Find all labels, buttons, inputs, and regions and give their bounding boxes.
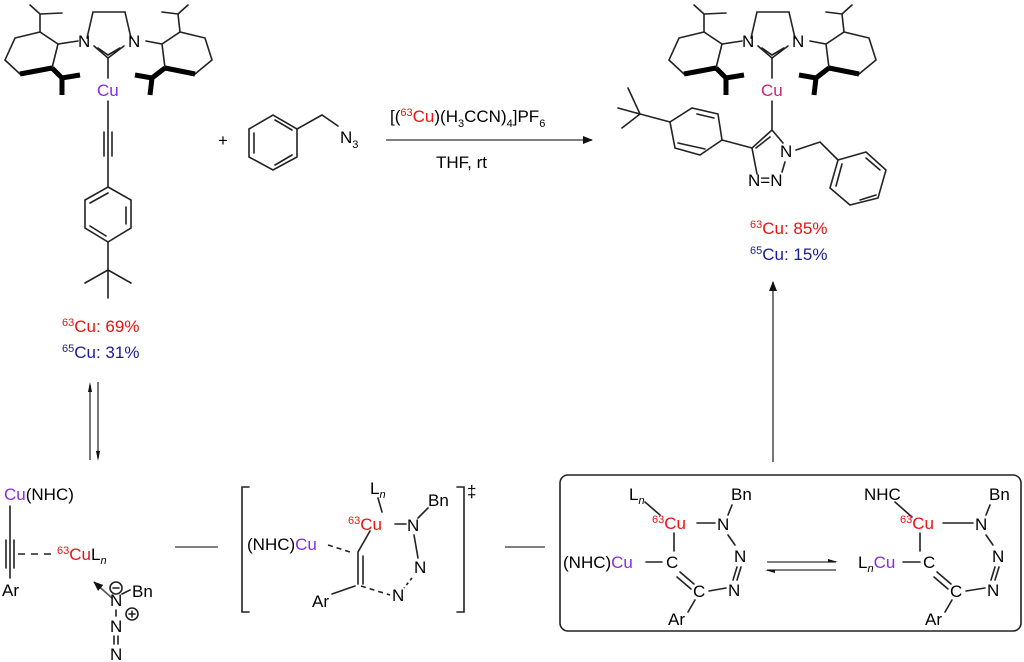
- reactant-nhc-cu-acetylide: N N Cu: [4, 4, 213, 299]
- equilibrium-arrow-horizontal[interactable]: [765, 559, 838, 573]
- ts-ar: Ar: [312, 592, 329, 611]
- solvent-label: THF, rt: [436, 153, 487, 172]
- metallacycle-box: [559, 474, 1022, 632]
- box-left-structure: Ln 63Cu N Bn N N (NHC)Cu C C Ar: [563, 485, 752, 629]
- int1-n-beta: N: [110, 617, 122, 636]
- nhc-carbene: [93, 45, 125, 60]
- br-nhc: NHC: [864, 485, 901, 504]
- plus-sign: +: [218, 131, 228, 150]
- int1-cu63-ln: 63CuLn: [57, 545, 107, 567]
- isopropyl-left-bottom: [50, 66, 81, 95]
- minus-charge: [109, 581, 123, 595]
- ts-n1: N: [407, 516, 419, 535]
- reaction-arrow-main[interactable]: [(63Cu)(H3CCN)4]PF6 THF, rt: [386, 107, 593, 172]
- transition-state: ‡ (NHC)Cu Ln 63Cu N Bn N N Ar: [241, 479, 476, 613]
- bl-ln: Ln: [629, 485, 645, 507]
- nhc-n-right: N: [128, 32, 140, 51]
- triazole-n2-n3: N=N: [748, 171, 782, 190]
- product-cu65-ratio: 65Cu: 15%: [750, 245, 827, 264]
- br-n2: N: [992, 547, 1004, 566]
- plus-charge: [125, 607, 139, 621]
- reagent-label: [(63Cu)(H3CCN)4]PF6: [390, 107, 545, 130]
- tert-butyl: [84, 241, 132, 299]
- br-c5: C: [950, 582, 962, 601]
- bl-ar: Ar: [668, 610, 685, 629]
- triazole-ring: [751, 129, 784, 175]
- benzyl-ch2: [296, 114, 339, 130]
- br-cu63: 63Cu: [900, 514, 934, 533]
- triazole-n1: N: [780, 142, 792, 161]
- product-cu63-ratio: 63Cu: 85%: [750, 219, 827, 238]
- br-ln-cu: LnCu: [858, 553, 895, 575]
- br-n3: N: [987, 581, 999, 600]
- dagger-symbol: ‡: [467, 482, 476, 501]
- tbu-phenyl-ring: [84, 186, 132, 243]
- bl-cu63: 63Cu: [652, 514, 686, 533]
- ts-ln: Ln: [370, 479, 386, 501]
- bracket-left: [241, 486, 250, 613]
- int1-bn: Bn: [132, 582, 153, 601]
- isopropyl-left-top: [29, 4, 63, 33]
- product-isotope-ratio: 63Cu: 85% 65Cu: 15%: [750, 219, 827, 264]
- intermediate-pi-complex: Cu(NHC) 63CuLn Ar N Bn N N: [2, 485, 153, 662]
- bl-n3: N: [728, 581, 740, 600]
- product-nhc-n-right: N: [792, 32, 804, 51]
- int1-n-gamma: N: [110, 645, 122, 662]
- benzyl-azide: N3: [248, 114, 358, 171]
- bl-c5: C: [693, 582, 705, 601]
- isopropyl-right-top: [161, 4, 189, 33]
- bracket-right: [456, 486, 465, 613]
- reactant-isotope-ratio: 63Cu: 69% 65Cu: 31%: [62, 317, 139, 362]
- int1-ar: Ar: [2, 581, 19, 600]
- product-cu-triazolide: N N Cu N N=N: [617, 4, 887, 206]
- bl-n1: N: [717, 515, 729, 534]
- ts-cu63: 63Cu: [348, 515, 382, 534]
- br-c4: C: [923, 553, 935, 572]
- ts-n3: N: [392, 586, 404, 605]
- product-tert-butyl: [617, 87, 671, 129]
- equilibrium-arrow-vertical[interactable]: [88, 382, 100, 461]
- product-aryl-ring: [669, 107, 723, 156]
- alkyne-triple-bond: [103, 100, 113, 188]
- int1-n-alpha: N: [110, 591, 122, 610]
- br-bn: Bn: [989, 485, 1010, 504]
- bl-c4: C: [666, 553, 678, 572]
- product-nhc-n-left: N: [742, 32, 754, 51]
- product-cu-label: Cu: [761, 81, 783, 100]
- br-n1: N: [975, 515, 987, 534]
- aryl-right: [145, 31, 213, 75]
- box-right-structure: NHC 63Cu N Bn N N LnCu C C Ar: [858, 485, 1010, 629]
- product-benzyl-ring: [829, 151, 887, 206]
- bl-n2: N: [734, 547, 746, 566]
- coordination-arrow: [93, 581, 113, 599]
- int1-cu-nhc: Cu(NHC): [4, 485, 74, 504]
- reactant-cu-label: Cu: [97, 81, 119, 100]
- azide-n3-label: N3: [340, 128, 358, 151]
- ts-n2: N: [414, 558, 426, 577]
- reactant-cu65-ratio: 65Cu: 31%: [62, 343, 139, 362]
- ts-nhc-cu: (NHC)Cu: [247, 535, 317, 554]
- ts-bn: Bn: [428, 491, 449, 510]
- br-ar: Ar: [925, 610, 942, 629]
- reactant-cu63-ratio: 63Cu: 69%: [62, 317, 139, 336]
- isopropyl-right-bottom: [134, 66, 167, 96]
- bl-nhc-cu: (NHC)Cu: [563, 553, 633, 572]
- nhc-backbone: [86, 11, 132, 39]
- bl-bn: Bn: [731, 485, 752, 504]
- benzyl-azide-ring: [248, 114, 298, 171]
- nhc-n-left: N: [78, 32, 90, 51]
